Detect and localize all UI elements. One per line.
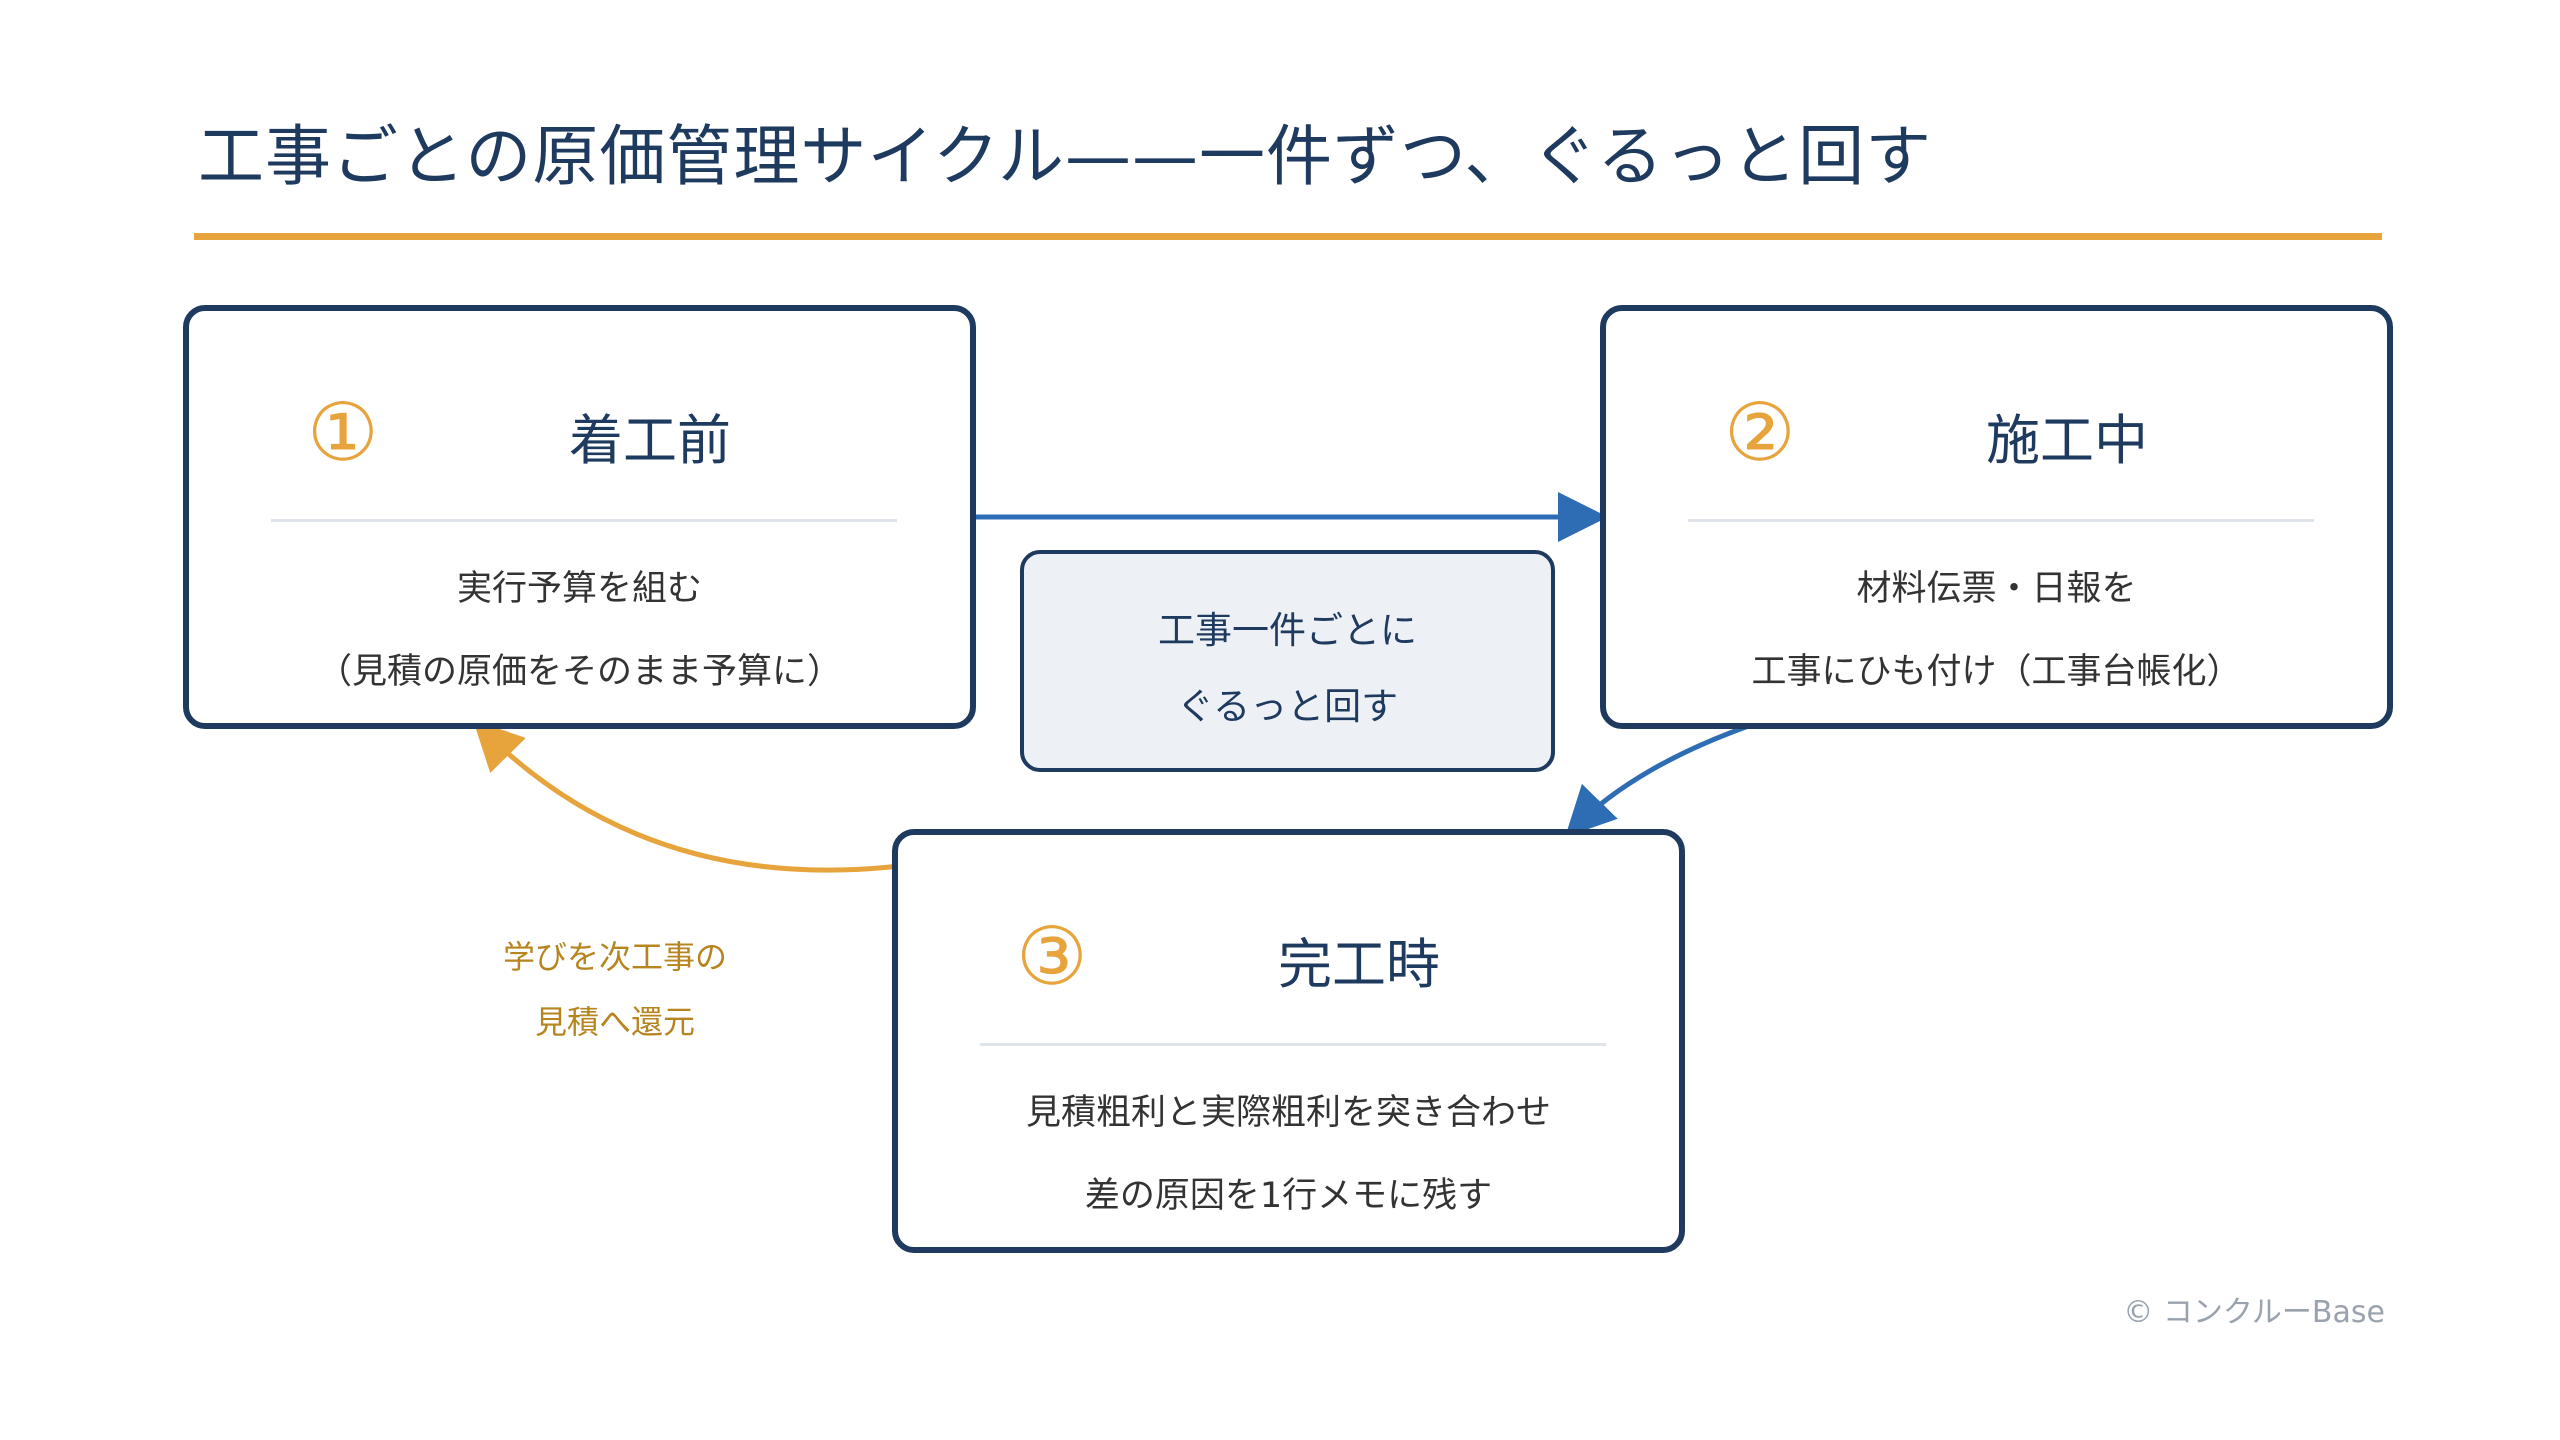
stage-description-line: （見積の原価をそのまま予算に）	[316, 652, 842, 692]
cycle-center-label: 工事一件ごとに ぐるっと回す	[1020, 550, 1555, 772]
stage-card-before-construction: ① 着工前 実行予算を組む （見積の原価をそのまま予算に）	[183, 305, 976, 729]
arrow-stage2-to-stage3	[1565, 713, 1779, 838]
stage-description-line: 材料伝票・日報を	[1856, 569, 2137, 609]
stage-divider	[980, 1043, 1606, 1046]
stage-card-during-construction: ② 施工中 材料伝票・日報を 工事にひも付け（工事台帳化）	[1600, 305, 2393, 729]
stage-card-completion: ③ 完工時 見積粗利と実際粗利を突き合わせ 差の原因を1行メモに残す	[892, 829, 1685, 1253]
stage-number: ③	[1016, 910, 1088, 1003]
stage-description-line: 見積粗利と実際粗利を突き合わせ	[1025, 1093, 1551, 1133]
stage-heading: 施工中	[1986, 409, 2148, 472]
stage-divider	[271, 519, 897, 522]
stage-description-line: 実行予算を組む	[456, 569, 702, 609]
copyright-notice: © コンクルーBase	[2123, 1295, 2385, 1330]
center-label-line: ぐるっと回す	[1176, 685, 1399, 728]
stage-number: ②	[1724, 386, 1796, 479]
page-title: 工事ごとの原価管理サイクル——一件ずつ、ぐるっと回す	[198, 118, 1933, 195]
stage-description-line: 工事にひも付け（工事台帳化）	[1751, 652, 2242, 692]
feedback-label-line: 見積へ還元	[534, 1003, 695, 1041]
stage-divider	[1688, 519, 2314, 522]
stage-heading: 着工前	[569, 409, 731, 472]
title-underline	[194, 233, 2382, 240]
stage-number: ①	[307, 386, 379, 479]
stage-heading: 完工時	[1278, 933, 1440, 996]
stage-description-line: 差の原因を1行メモに残す	[1084, 1176, 1493, 1216]
feedback-label-line: 学びを次工事の	[502, 938, 727, 976]
center-label-line: 工事一件ごとに	[1158, 609, 1417, 652]
